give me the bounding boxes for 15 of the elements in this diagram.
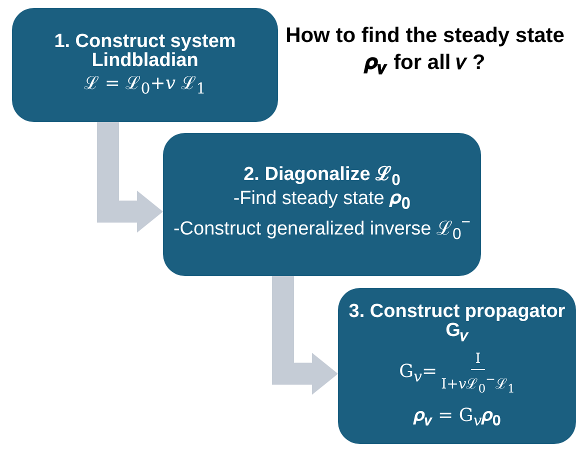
step-heading: 1. Construct system Lindbladian (53, 32, 237, 70)
step-heading: 3. Construct propagator G$_{𝑣}$ (348, 302, 566, 345)
question-title: How to find the steady state 𝝆$_{𝒗}$ for all 𝑣 ? (284, 23, 566, 80)
arrow (97, 122, 163, 233)
fraction-numerator: I (471, 350, 485, 370)
step-box (338, 288, 576, 444)
step-box (163, 133, 481, 276)
equation: 𝝆$_{𝒗}$ = G$_{𝑣}$𝝆$_{𝟎}$ (413, 405, 501, 430)
fraction-denominator: I+𝑣ℒ$_{0}$$^{−}$ℒ$_{1}$ (441, 370, 515, 396)
step-box (12, 8, 278, 122)
arrow (272, 276, 338, 395)
equation: ℒ = ℒ$_{0}$+𝑣 ℒ$_{1}$ (84, 72, 206, 98)
step-text: -Find steady state 𝝆$_{𝟎}$ (233, 188, 411, 214)
step-heading: 2. Diagonalize ℒ$_{0}$ (244, 164, 400, 188)
equation: G$_{𝑣}$= (399, 360, 438, 386)
